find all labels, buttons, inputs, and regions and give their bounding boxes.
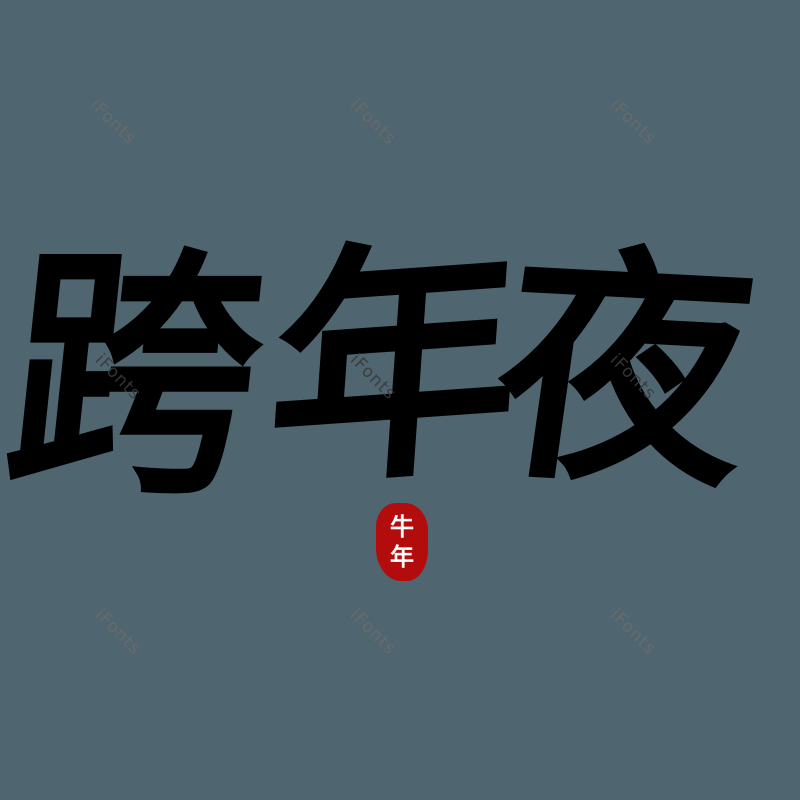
watermark: iFonts: [605, 605, 661, 660]
seal-char-niu: 牛: [390, 513, 414, 541]
red-seal-stamp: 牛 年: [376, 503, 428, 581]
title-char-kua: 跨: [0, 220, 277, 530]
seal-char-nian: 年: [390, 543, 414, 571]
watermark: iFonts: [85, 95, 141, 150]
watermark: iFonts: [90, 605, 146, 660]
watermark: iFonts: [345, 605, 401, 660]
watermark: iFonts: [605, 95, 661, 150]
watermark: iFonts: [345, 95, 401, 150]
